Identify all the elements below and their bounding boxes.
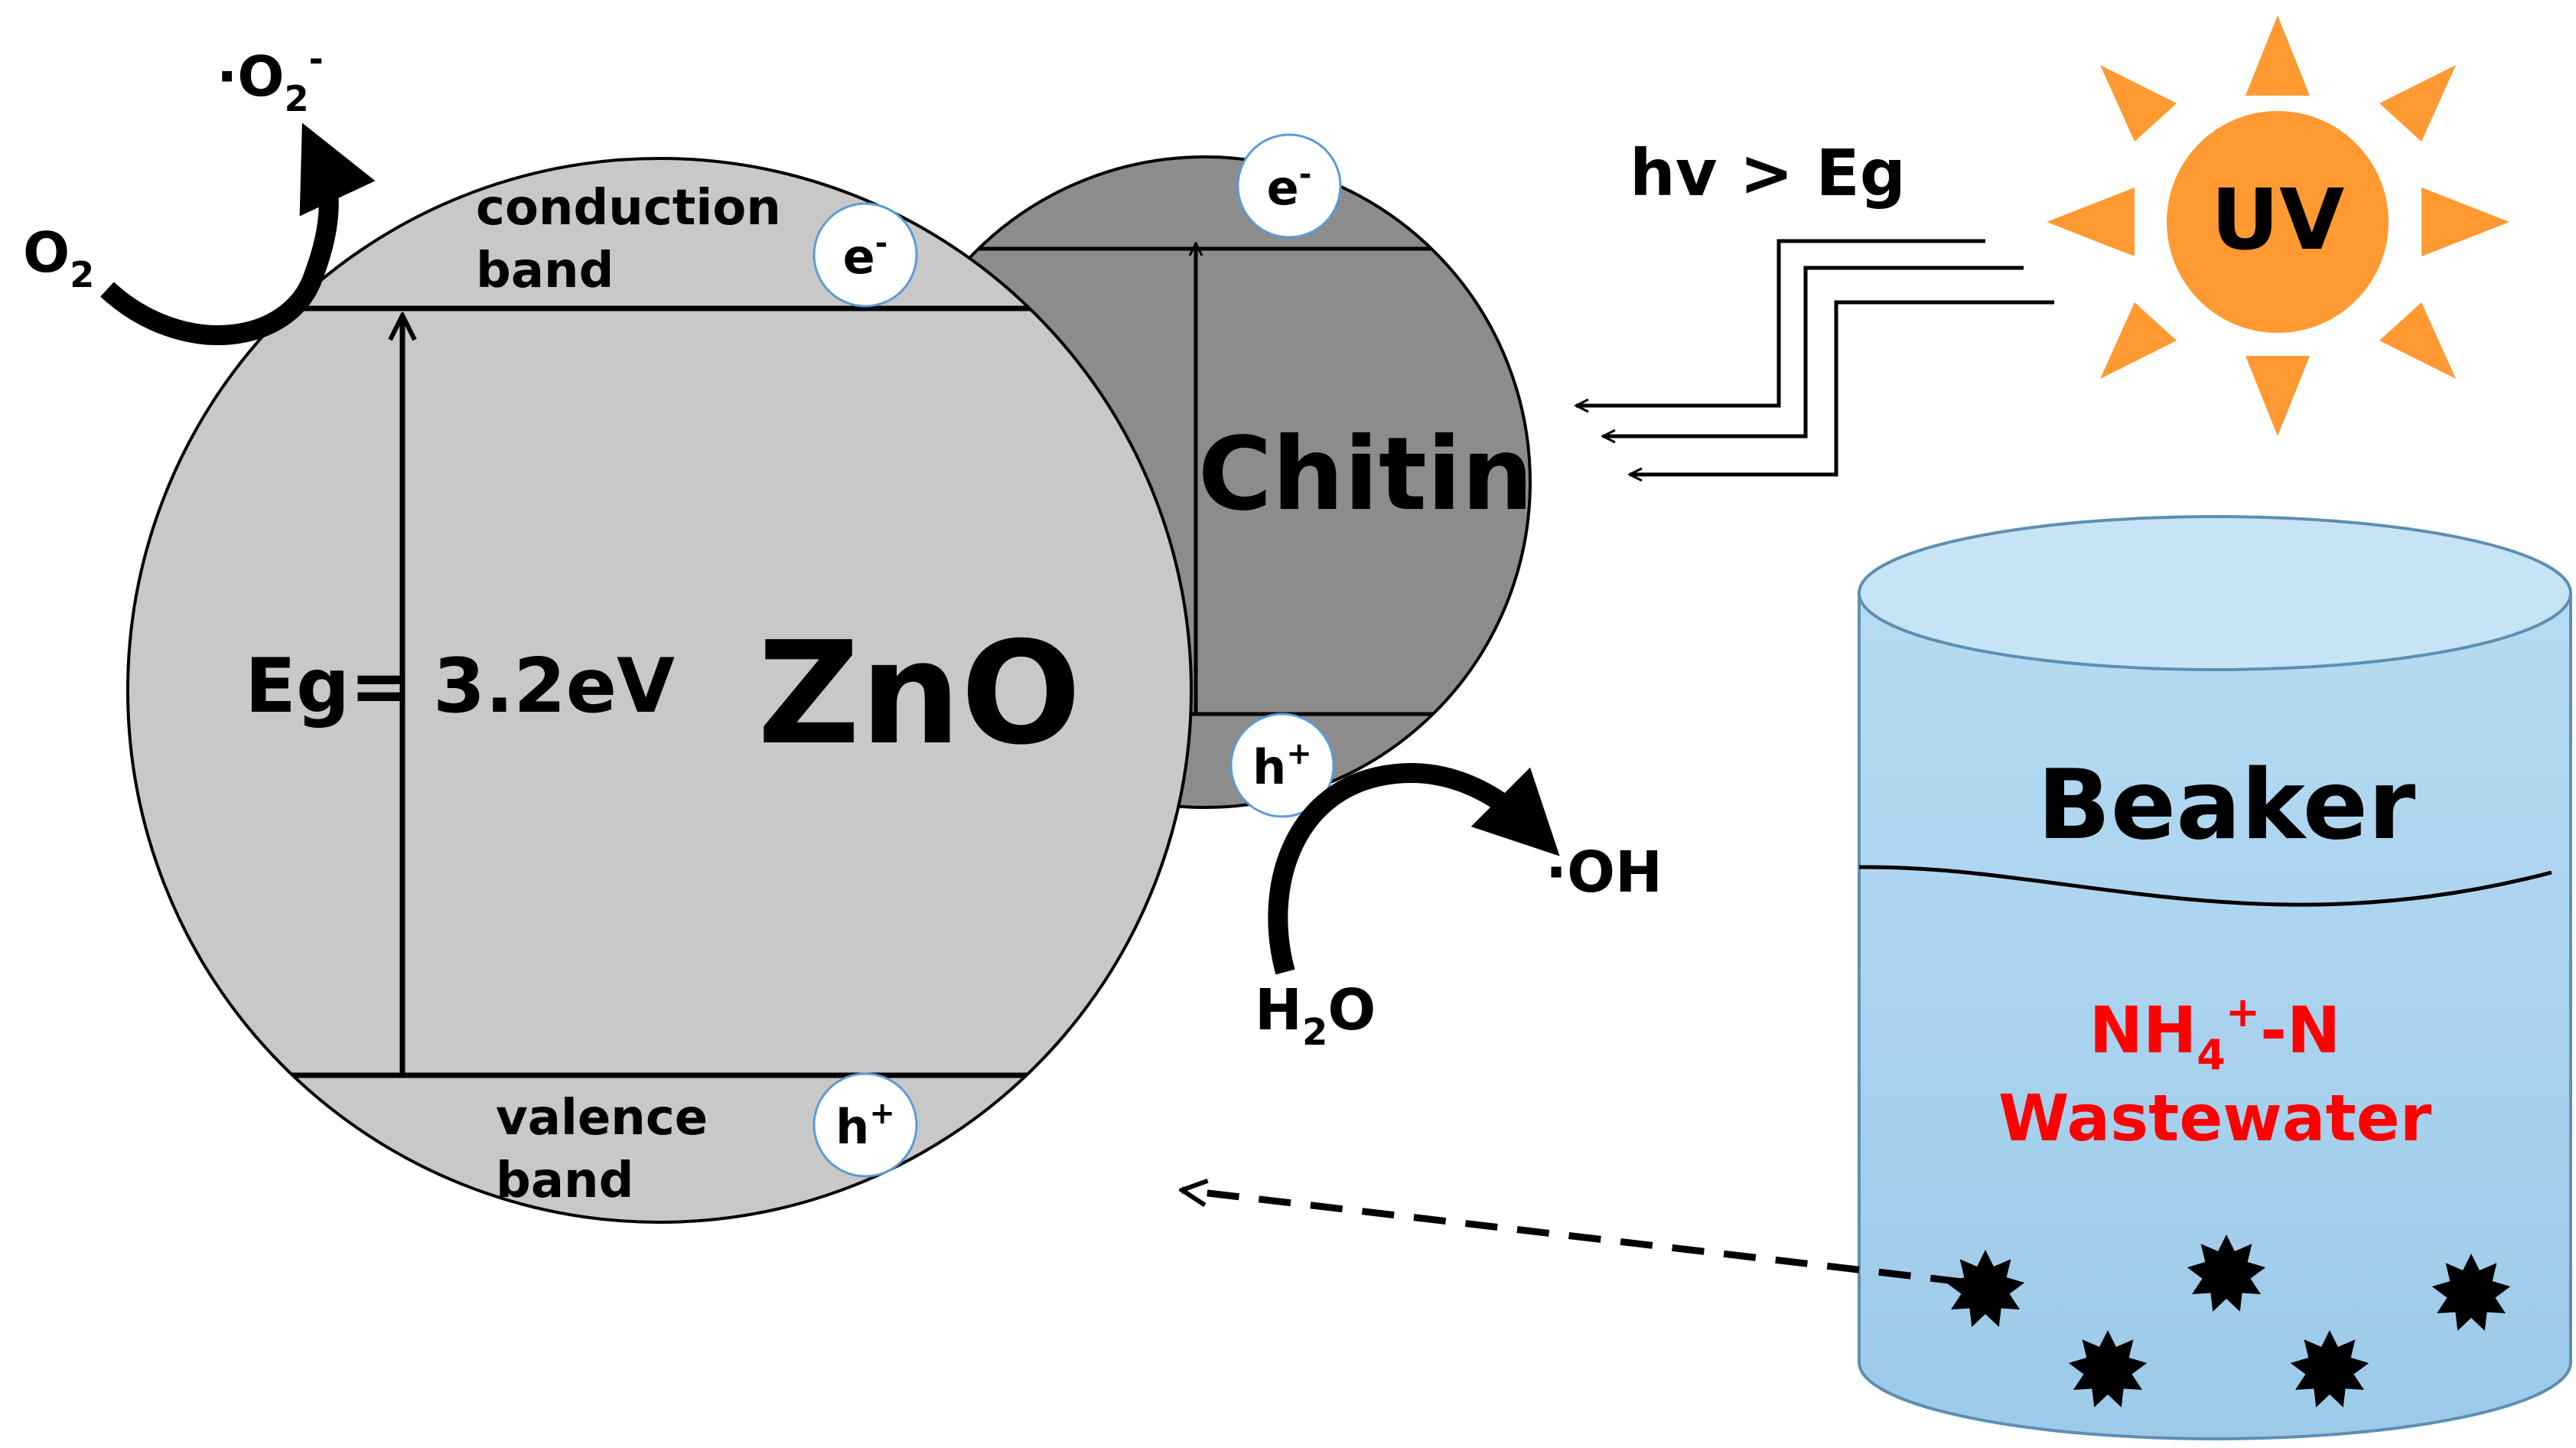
conduction-band-label: conduction band <box>476 180 798 299</box>
water-curved-arrow <box>1268 763 1560 975</box>
catalyst-particle-icon <box>2068 1330 2148 1407</box>
pollutant-label: NH4+-N <box>2089 988 2341 1079</box>
chitin-label: Chitin <box>1198 416 1533 533</box>
catalyst-particles <box>1946 1234 2511 1407</box>
uv-sun-icon: UV <box>2047 15 2509 436</box>
wastewater-label: Wastewater <box>1998 1081 2432 1156</box>
zoom-dashed-arrow <box>1182 1190 1963 1286</box>
beaker-label: Beaker <box>2037 748 2416 861</box>
catalyst-particle-icon <box>1946 1250 2025 1327</box>
catalyst-particle-icon <box>2290 1330 2369 1407</box>
light-ray-1 <box>1576 239 1985 406</box>
oxygen-label: O2 <box>23 220 94 295</box>
sun-core <box>2167 111 2389 333</box>
oxygen-curved-arrow <box>100 122 376 345</box>
water-surface-line <box>1858 865 2552 907</box>
chitin-electron: e- <box>1236 133 1342 239</box>
water-oxidation: ·OH H2O <box>1255 763 1663 1054</box>
photon-condition-label: hv > Eg <box>1630 135 1906 210</box>
svg-text:e-: e- <box>843 226 888 285</box>
zno-circle <box>126 157 1193 1224</box>
zno-electron: e- <box>813 202 918 308</box>
chitin-hole: h+ <box>1229 713 1335 818</box>
uv-label: UV <box>2211 171 2344 269</box>
light-ray-2 <box>1603 266 2024 436</box>
svg-text:h+: h+ <box>1252 736 1312 795</box>
beaker: Beaker NH4+-N Wastewater <box>1858 515 2572 1440</box>
zno-label: ZnO <box>757 611 1081 776</box>
catalyst-particle-icon <box>2431 1254 2511 1331</box>
svg-text:e-: e- <box>1267 157 1312 216</box>
uv-light-rays <box>1576 239 2054 475</box>
catalyst-particle-icon <box>2187 1234 2266 1312</box>
oxygen-reduction: O2 ·O2- <box>23 38 376 345</box>
water-label: H2O <box>1255 977 1376 1054</box>
zno-particle: conduction band valence band Eg= 3.2eV Z… <box>126 157 1193 1224</box>
band-gap-prefix: Eg= <box>245 643 412 730</box>
valence-band-label: valence band <box>496 1090 725 1209</box>
zno-hole: h+ <box>813 1072 918 1178</box>
beaker-body <box>1858 592 2572 1440</box>
svg-text:h+: h+ <box>835 1096 895 1155</box>
band-gap-value: 3.2eV <box>433 643 675 730</box>
superoxide-label: ·O2- <box>217 38 324 119</box>
hydroxyl-label: ·OH <box>1545 840 1663 905</box>
beaker-rim <box>1858 515 2572 671</box>
light-ray-3 <box>1630 300 2054 475</box>
